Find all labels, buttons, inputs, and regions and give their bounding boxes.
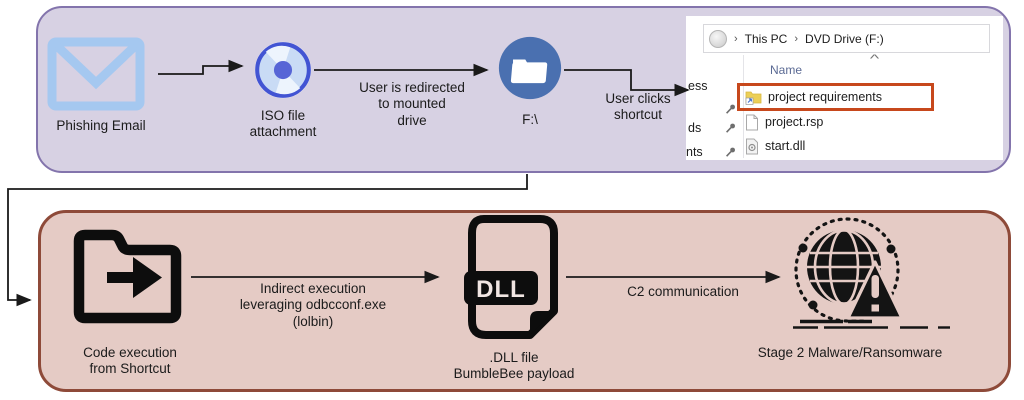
file-row-project-rsp[interactable]: project.rsp bbox=[745, 112, 823, 132]
explorer-address-bar: › This PC › DVD Drive (F:) bbox=[703, 24, 990, 53]
dll-payload-label: .DLL file BumbleBee payload bbox=[453, 350, 575, 382]
sort-ascending-icon[interactable]: ^ bbox=[869, 53, 880, 65]
c2-communication-edge-label: C2 communication bbox=[627, 284, 739, 299]
stage2-malware-label: Stage 2 Malware/Ransomware bbox=[757, 345, 943, 360]
breadcrumb-this-pc[interactable]: This PC bbox=[744, 31, 788, 46]
file-row-project-requirements[interactable]: project requirements bbox=[745, 87, 882, 107]
mounted-drive-icon bbox=[498, 36, 562, 100]
file-icon bbox=[746, 114, 758, 130]
file-explorer-panel: › This PC › DVD Drive (F:) ess ds nts Na… bbox=[686, 16, 1003, 160]
pin-icon bbox=[726, 104, 735, 114]
sidebar-fragment-documents[interactable]: nts bbox=[686, 145, 703, 159]
sidebar-fragment-downloads[interactable]: ds bbox=[688, 121, 702, 135]
code-execution-label: Code execution from Shortcut bbox=[83, 345, 177, 377]
file-name: project.rsp bbox=[765, 115, 824, 129]
dll-file-icon bbox=[746, 138, 758, 154]
breadcrumb-dvd-drive[interactable]: DVD Drive (F:) bbox=[805, 31, 884, 46]
explorer-pane-divider bbox=[743, 55, 744, 158]
click-shortcut-edge-label: User clicks shortcut bbox=[605, 91, 671, 123]
explorer-back-button[interactable] bbox=[709, 29, 727, 48]
indirect-execution-edge-label: Indirect execution leveraging odbcconf.e… bbox=[239, 281, 387, 329]
iso-disc-icon bbox=[254, 41, 312, 99]
redirect-edge-label: User is redirected to mounted drive bbox=[359, 80, 465, 128]
chevron-right-icon: › bbox=[794, 32, 799, 45]
pin-icon bbox=[726, 147, 735, 157]
stage2-malware-icon bbox=[793, 217, 950, 329]
fdrive-label: F:\ bbox=[522, 112, 538, 127]
iso-attachment-label: ISO file attachment bbox=[249, 108, 317, 140]
phishing-email-label: Phishing Email bbox=[56, 118, 146, 133]
chevron-right-icon: › bbox=[734, 32, 738, 45]
file-name: start.dll bbox=[765, 139, 806, 153]
email-icon bbox=[47, 37, 145, 111]
file-name: project requirements bbox=[768, 90, 882, 104]
sidebar-fragment-access[interactable]: ess bbox=[688, 79, 708, 93]
dll-badge-text: DLL bbox=[476, 276, 526, 303]
name-column-header[interactable]: Name bbox=[770, 63, 803, 77]
highlight-box bbox=[737, 83, 934, 111]
file-row-start-dll[interactable]: start.dll bbox=[745, 136, 805, 156]
shortcut-folder-icon bbox=[745, 91, 762, 105]
dll-file-large-icon: DLL bbox=[464, 215, 558, 339]
shortcut-execution-icon bbox=[73, 229, 182, 324]
pin-icon bbox=[726, 123, 735, 133]
